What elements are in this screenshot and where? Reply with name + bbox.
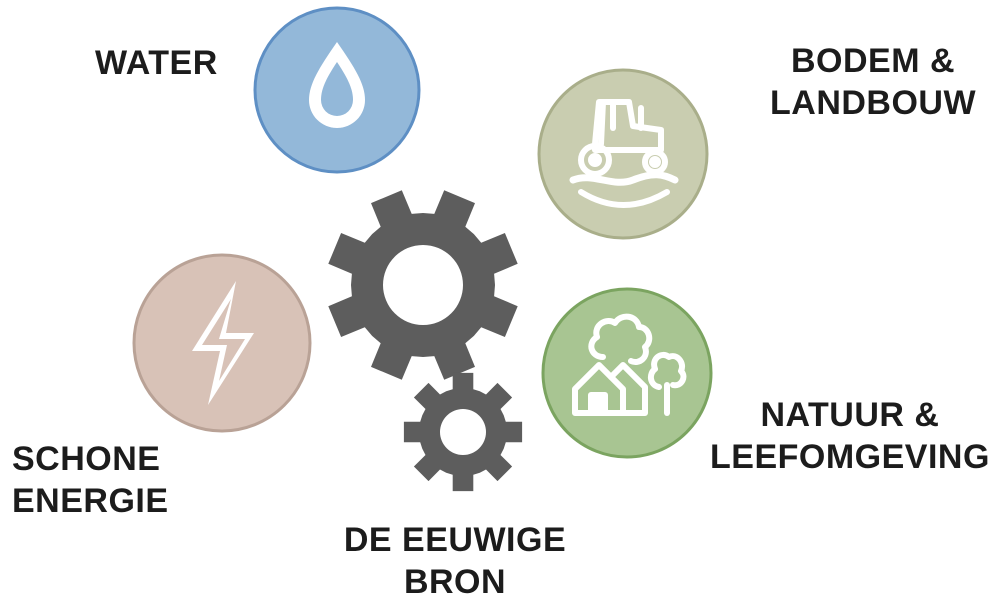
label-bron-line2: BRON — [403, 563, 507, 601]
lightning-bolt-icon — [192, 281, 254, 405]
label-bron: DE EEUWIGE BRON — [335, 519, 575, 603]
label-energie-line1: SCHONE — [12, 440, 161, 478]
label-water-text: WATER — [95, 44, 218, 82]
energie-circle — [132, 253, 312, 433]
label-energie-line2: ENERGIE — [12, 482, 169, 520]
label-natuur: NATUUR & LEEFOMGEVING — [710, 394, 990, 478]
label-natuur-line1: NATUUR & — [760, 396, 940, 434]
water-circle — [253, 6, 421, 174]
bodem-circle — [537, 68, 709, 240]
label-bodem: BODEM & LANDBOUW — [770, 40, 976, 124]
label-bodem-line1: BODEM & — [791, 42, 956, 80]
big-gear — [328, 190, 518, 380]
small-gear — [403, 372, 523, 492]
water-drop-icon — [309, 42, 365, 128]
label-water: WATER — [95, 42, 218, 84]
tractor-icon — [569, 99, 679, 208]
label-bodem-line2: LANDBOUW — [770, 84, 977, 122]
label-natuur-line2: LEEFOMGEVING — [710, 438, 990, 476]
label-energie: SCHONE ENERGIE — [12, 438, 169, 522]
label-bron-line1: DE EEUWIGE — [343, 521, 567, 559]
trees-and-houses-icon — [572, 313, 687, 416]
natuur-circle — [541, 287, 713, 459]
